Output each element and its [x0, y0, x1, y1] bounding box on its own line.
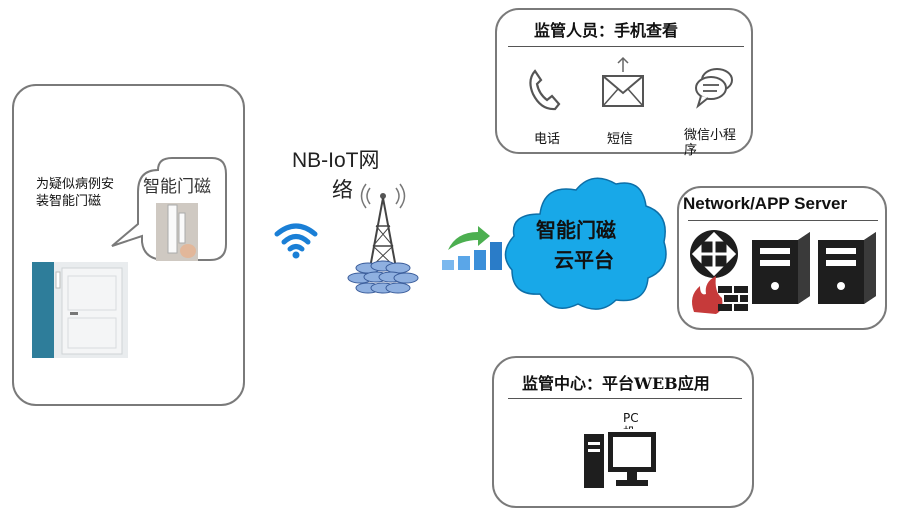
desktop-computer-icon: [582, 428, 658, 492]
envelope-icon: [600, 56, 646, 108]
server-tower-icon-1: [752, 232, 812, 306]
door-magnet-sensor-image: [156, 203, 198, 261]
cloud-label-line1: 智能门磁: [536, 218, 616, 242]
bubble-label: 智能门磁: [143, 177, 211, 197]
wechat-miniprogram-label: 微信小程序: [684, 128, 737, 158]
wifi-icon: [274, 220, 318, 260]
mobile-panel-divider: [508, 46, 744, 47]
mobile-panel-title: 监管人员：手机查看: [534, 21, 679, 40]
router-firewall-icon: [688, 226, 750, 318]
cell-tower-icon: [340, 176, 426, 300]
phone-icon: [527, 68, 561, 112]
phone-label: 电话: [534, 132, 561, 147]
web-panel-title: 监管中心：平台WEB应用: [522, 374, 710, 393]
pc-label: PC机: [623, 411, 639, 429]
cloud-platform-shape: [500, 170, 672, 316]
web-panel-divider: [508, 398, 742, 399]
network-label-line1: NB-IoT网: [292, 149, 380, 172]
server-tower-icon-2: [818, 232, 878, 306]
server-panel-divider: [688, 220, 878, 221]
network-label-line2: 络: [332, 178, 353, 202]
signal-bars-icon: [440, 224, 506, 272]
door-image: [32, 262, 128, 358]
server-panel-title: Network/APP Server: [683, 194, 848, 213]
cloud-label-line2: 云平台: [554, 248, 614, 272]
chat-bubble-icon: [693, 66, 735, 110]
sms-label: 短信: [607, 132, 634, 147]
patient-caption: 为疑似病例安装智能门磁: [36, 177, 115, 209]
